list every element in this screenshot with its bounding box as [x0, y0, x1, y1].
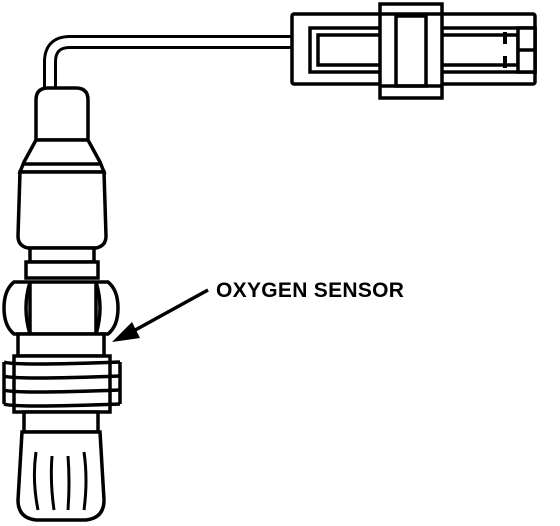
sensor-boot — [16, 86, 108, 250]
sensor-collar — [16, 332, 106, 358]
oxygen-sensor-label: OXYGEN SENSOR — [216, 279, 404, 302]
hex-nut — [2, 280, 120, 336]
electrical-connector — [290, 2, 537, 100]
sensor-wire — [43, 35, 292, 88]
callout-arrow — [112, 288, 209, 342]
sensor-tip — [16, 410, 106, 522]
threaded-section — [2, 354, 122, 414]
sensor-neck — [24, 246, 100, 280]
